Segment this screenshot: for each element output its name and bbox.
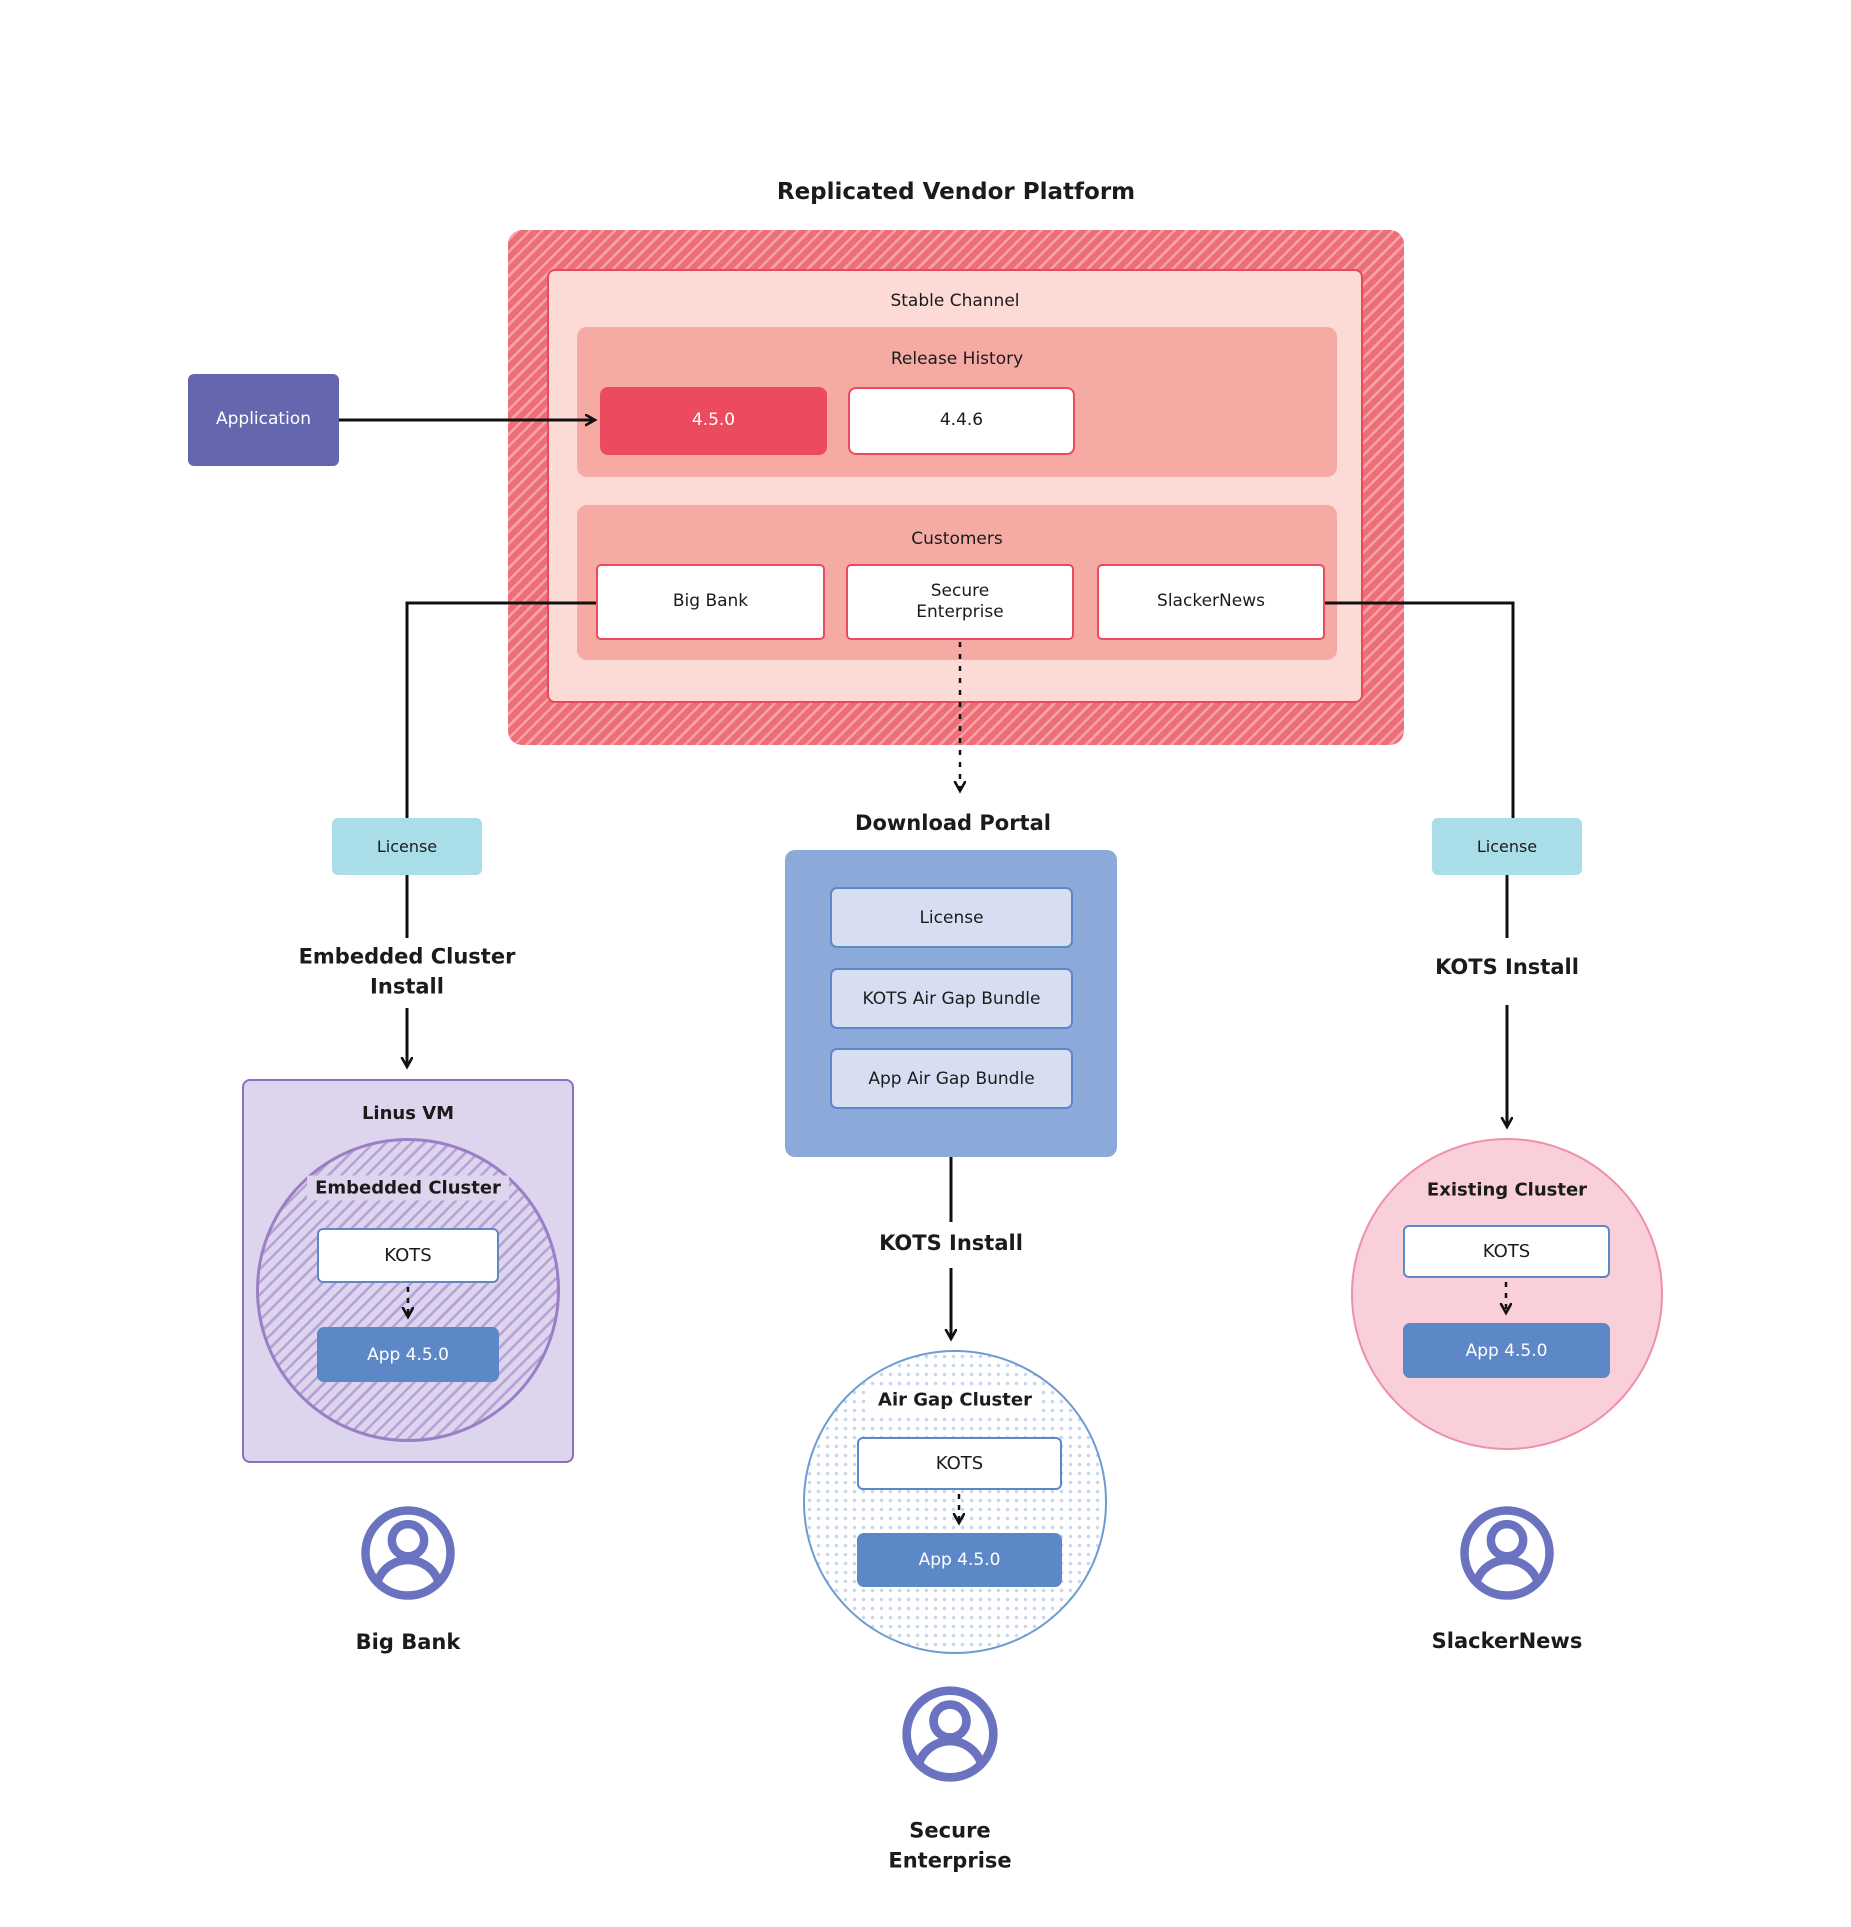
app-box-middle: App 4.5.0 [857, 1533, 1062, 1587]
user-label-big-bank: Big Bank [355, 1629, 461, 1654]
customers-label: Customers [911, 529, 1003, 549]
user-label-slackernews: SlackerNews [1431, 1628, 1583, 1653]
customer-big-bank: Big Bank [596, 564, 825, 640]
kots-install-label-right: KOTS Install [1435, 954, 1579, 979]
app-box-right: App 4.5.0 [1403, 1323, 1610, 1378]
kots-box-left: KOTS [317, 1228, 499, 1283]
stable-channel-label: Stable Channel [890, 291, 1020, 311]
portal-item-kots-airgap-bundle: KOTS Air Gap Bundle [830, 968, 1073, 1029]
license-box-right: License [1432, 818, 1582, 875]
release-4-4-6: 4.4.6 [848, 387, 1075, 455]
application-box: Application [188, 374, 339, 466]
linus-vm-label: Linus VM [361, 1103, 455, 1124]
customer-slackernews: SlackerNews [1097, 564, 1325, 640]
app-box-left: App 4.5.0 [317, 1327, 499, 1382]
kots-box-middle: KOTS [857, 1437, 1062, 1490]
portal-item-app-airgap-bundle: App Air Gap Bundle [830, 1048, 1073, 1109]
user-icon [1460, 1506, 1554, 1600]
existing-cluster-label: Existing Cluster [1426, 1179, 1588, 1201]
license-box-left: License [332, 818, 482, 875]
user-icon [902, 1686, 998, 1782]
embedded-cluster-install-label: Embedded Cluster Install [298, 944, 516, 999]
portal-item-license: License [830, 887, 1073, 948]
release-history-label: Release History [890, 349, 1024, 369]
kots-install-label-middle: KOTS Install [879, 1230, 1023, 1255]
air-gap-cluster-circle [803, 1350, 1107, 1654]
release-4-5-0: 4.5.0 [600, 387, 827, 455]
air-gap-cluster-label: Air Gap Cluster [870, 1387, 1040, 1413]
user-label-secure-enterprise: Secure Enterprise [888, 1818, 1012, 1873]
user-icon [361, 1506, 455, 1600]
embedded-cluster-label: Embedded Cluster [307, 1175, 509, 1201]
download-portal-label: Download Portal [855, 810, 1051, 835]
customer-secure-enterprise: Secure Enterprise [846, 564, 1074, 640]
diagram-title: Replicated Vendor Platform [776, 179, 1136, 205]
kots-box-right: KOTS [1403, 1225, 1610, 1278]
